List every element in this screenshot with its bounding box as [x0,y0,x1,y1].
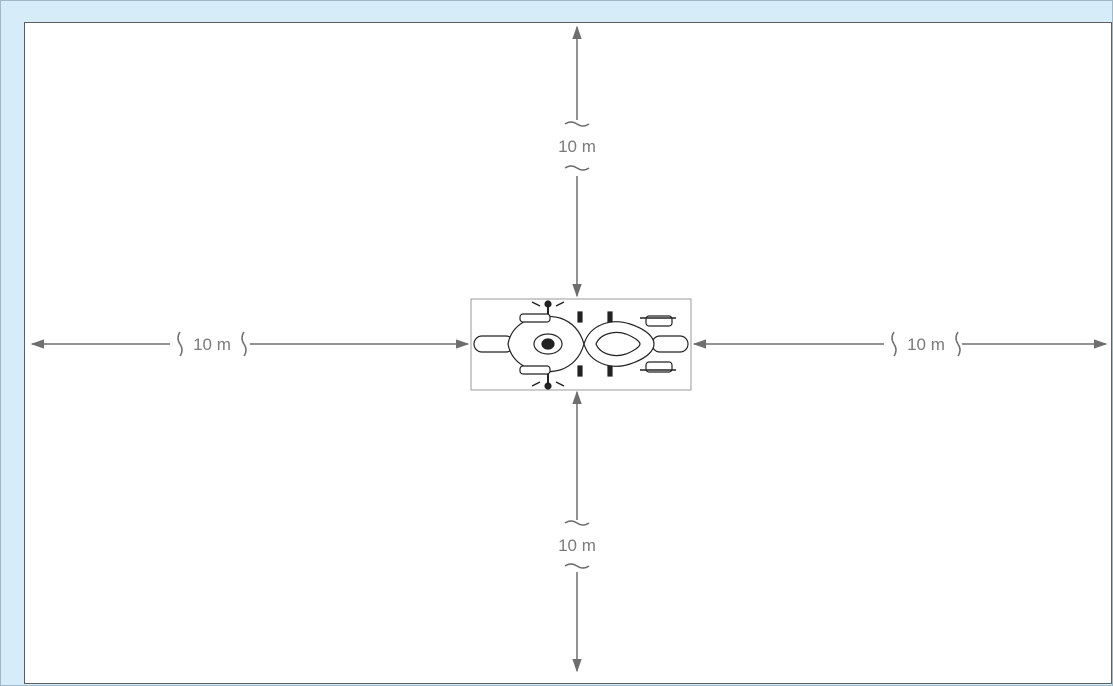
bottom-dimension: 10 m [558,390,596,673]
left-dimension: 10 m [30,331,470,357]
top-distance-label: 10 m [558,137,596,156]
break-mark-icon [564,563,590,569]
top-dimension: 10 m [558,25,596,298]
motorcycle-top-view-icon [473,300,689,390]
left-distance-label: 10 m [193,335,231,354]
bottom-distance-label: 10 m [558,536,596,555]
break-mark-icon [564,121,590,127]
break-mark-icon [564,165,590,171]
break-mark-icon [891,331,897,357]
break-mark-icon [564,520,590,526]
break-mark-icon [241,331,247,357]
right-dimension: 10 m [692,331,1108,357]
vehicle-area [470,298,692,391]
right-distance-label: 10 m [907,335,945,354]
break-mark-icon [955,331,961,357]
break-mark-icon [177,331,183,357]
